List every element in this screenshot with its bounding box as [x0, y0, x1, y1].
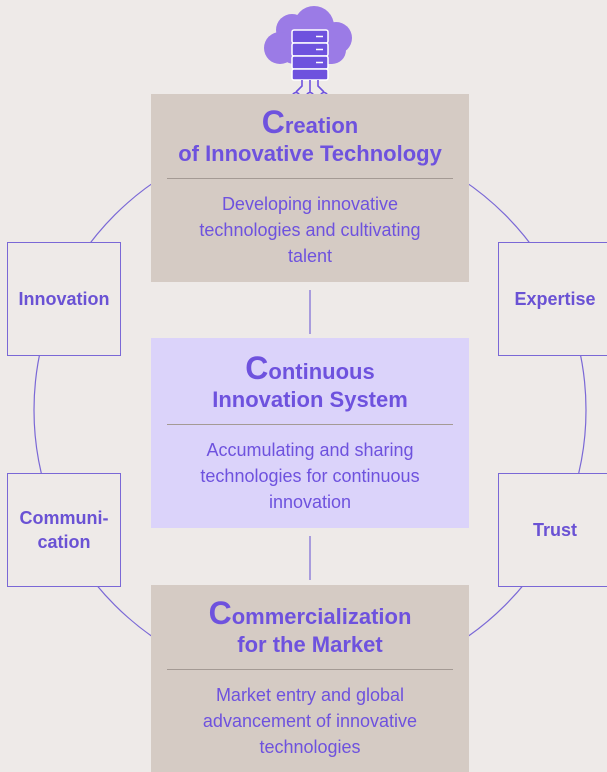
commercialization-divider — [167, 669, 453, 670]
commercialization-title-line2: for the Market — [237, 632, 383, 657]
creation-card: Creation of Innovative Technology Develo… — [151, 94, 469, 282]
commercialization-title-rest: ommercialization — [231, 604, 412, 629]
creation-divider — [167, 178, 453, 179]
continuous-title-rest: ontinuous — [268, 359, 375, 384]
innovation-box: Innovation — [7, 242, 121, 356]
innovation-label: Innovation — [18, 289, 110, 309]
trust-label: Trust — [532, 520, 577, 540]
cloud-server-icon — [264, 6, 352, 101]
continuous-card: Continuous Innovation System Accumulatin… — [151, 338, 469, 528]
creation-description: Developing innovative technologies and c… — [199, 194, 421, 266]
communication-label: Communi- cation — [19, 508, 109, 552]
commercialization-card: Commercialization for the Market Market … — [151, 585, 469, 772]
expertise-box: Expertise — [498, 242, 607, 356]
creation-title-initial: C — [261, 104, 285, 140]
trust-box: Trust — [498, 473, 607, 587]
creation-title: Creation of Innovative Technology — [151, 106, 469, 168]
continuous-title-line2: Innovation System — [212, 387, 408, 412]
commercialization-title-initial: C — [208, 595, 232, 631]
creation-title-rest: reation — [284, 113, 359, 138]
creation-title-line2: of Innovative Technology — [178, 141, 442, 166]
continuous-description: Accumulating and sharing technologies fo… — [200, 440, 420, 512]
commercialization-description: Market entry and global advancement of i… — [202, 685, 418, 757]
communication-box: Communi- cation — [7, 473, 121, 587]
commercialization-title: Commercialization for the Market — [151, 597, 469, 659]
continuous-divider — [167, 424, 453, 425]
continuous-title-initial: C — [245, 350, 269, 386]
continuous-title: Continuous Innovation System — [151, 352, 469, 414]
expertise-label: Expertise — [514, 289, 596, 309]
